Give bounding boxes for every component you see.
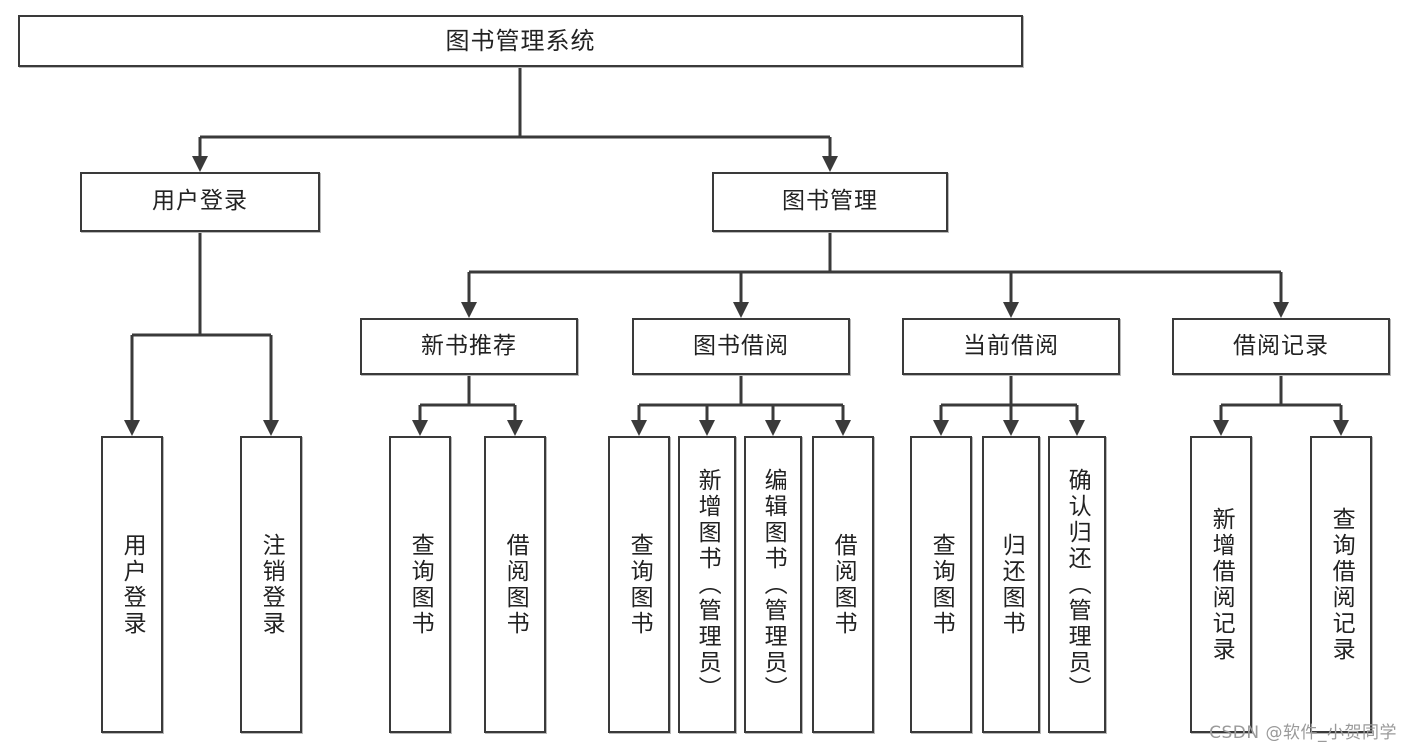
leafgroup-0-leaf-1-arrowhead-icon	[507, 420, 523, 436]
node-label: 查询借阅记录	[1328, 506, 1355, 663]
login-leaf-0-arrowhead-icon	[124, 420, 140, 436]
leafgroup-2-leaf-1-arrowhead-icon	[1003, 420, 1019, 436]
leafgroup-3-leaf-0-arrowhead-icon	[1213, 420, 1229, 436]
node-label: 图书管理系统	[445, 26, 596, 55]
leafgroup-3-leaf-1-arrowhead-icon	[1333, 420, 1349, 436]
node-用户登录[interactable]: 用户登录	[101, 436, 163, 733]
node-label: 归还图书	[998, 532, 1025, 637]
node-label: 借阅图书	[502, 532, 529, 637]
node-label: 新增图书（管理员）	[694, 467, 721, 702]
node-label: 图书借阅	[693, 332, 789, 359]
node-查询图书[interactable]: 查询图书	[389, 436, 451, 733]
node-图书管理系统[interactable]: 图书管理系统	[18, 15, 1023, 67]
node-label: 新书推荐	[421, 332, 517, 359]
node-label: 图书管理	[782, 188, 878, 215]
node-label: 用户登录	[119, 532, 146, 637]
node-label: 注销登录	[258, 532, 285, 637]
node-label: 查询图书	[407, 532, 434, 637]
node-新增借阅记录[interactable]: 新增借阅记录	[1190, 436, 1252, 733]
node-label: 借阅图书	[830, 532, 857, 637]
leafgroup-0-leaf-0-arrowhead-icon	[412, 420, 428, 436]
books-branch-2-arrowhead-icon	[1003, 302, 1019, 318]
root-branch-0-arrowhead-icon	[192, 156, 208, 172]
books-branch-3-arrowhead-icon	[1273, 302, 1289, 318]
node-新书推荐[interactable]: 新书推荐	[360, 318, 578, 375]
csdn-watermark: CSDN @软件_小贺同学	[1209, 723, 1397, 743]
node-编辑图书管理员[interactable]: 编辑图书（管理员）	[744, 436, 802, 733]
node-label: 新增借阅记录	[1208, 506, 1235, 663]
node-图书管理[interactable]: 图书管理	[712, 172, 948, 232]
node-label: 编辑图书（管理员）	[760, 467, 787, 702]
login-leaf-1-arrowhead-icon	[263, 420, 279, 436]
leafgroup-1-leaf-1-arrowhead-icon	[699, 420, 715, 436]
leafgroup-2-leaf-0-arrowhead-icon	[933, 420, 949, 436]
node-label: 查询图书	[928, 532, 955, 637]
node-label: 查询图书	[626, 532, 653, 637]
node-图书借阅[interactable]: 图书借阅	[632, 318, 850, 375]
node-label: 确认归还（管理员）	[1064, 467, 1091, 702]
node-查询借阅记录[interactable]: 查询借阅记录	[1310, 436, 1372, 733]
books-branch-0-arrowhead-icon	[461, 302, 477, 318]
node-借阅图书[interactable]: 借阅图书	[484, 436, 546, 733]
node-查询图书[interactable]: 查询图书	[910, 436, 972, 733]
node-当前借阅[interactable]: 当前借阅	[902, 318, 1120, 375]
leafgroup-1-leaf-0-arrowhead-icon	[631, 420, 647, 436]
node-归还图书[interactable]: 归还图书	[982, 436, 1040, 733]
root-branch-1-arrowhead-icon	[822, 156, 838, 172]
node-新增图书管理员[interactable]: 新增图书（管理员）	[678, 436, 736, 733]
books-branch-1-arrowhead-icon	[733, 302, 749, 318]
node-确认归还管理员[interactable]: 确认归还（管理员）	[1048, 436, 1106, 733]
node-用户登录[interactable]: 用户登录	[80, 172, 320, 232]
node-label: 当前借阅	[963, 332, 1059, 359]
node-注销登录[interactable]: 注销登录	[240, 436, 302, 733]
node-借阅图书[interactable]: 借阅图书	[812, 436, 874, 733]
node-label: 用户登录	[152, 188, 248, 215]
node-查询图书[interactable]: 查询图书	[608, 436, 670, 733]
node-借阅记录[interactable]: 借阅记录	[1172, 318, 1390, 375]
node-label: 借阅记录	[1233, 332, 1329, 359]
leafgroup-2-leaf-2-arrowhead-icon	[1069, 420, 1085, 436]
leafgroup-1-leaf-3-arrowhead-icon	[835, 420, 851, 436]
leafgroup-1-leaf-2-arrowhead-icon	[765, 420, 781, 436]
